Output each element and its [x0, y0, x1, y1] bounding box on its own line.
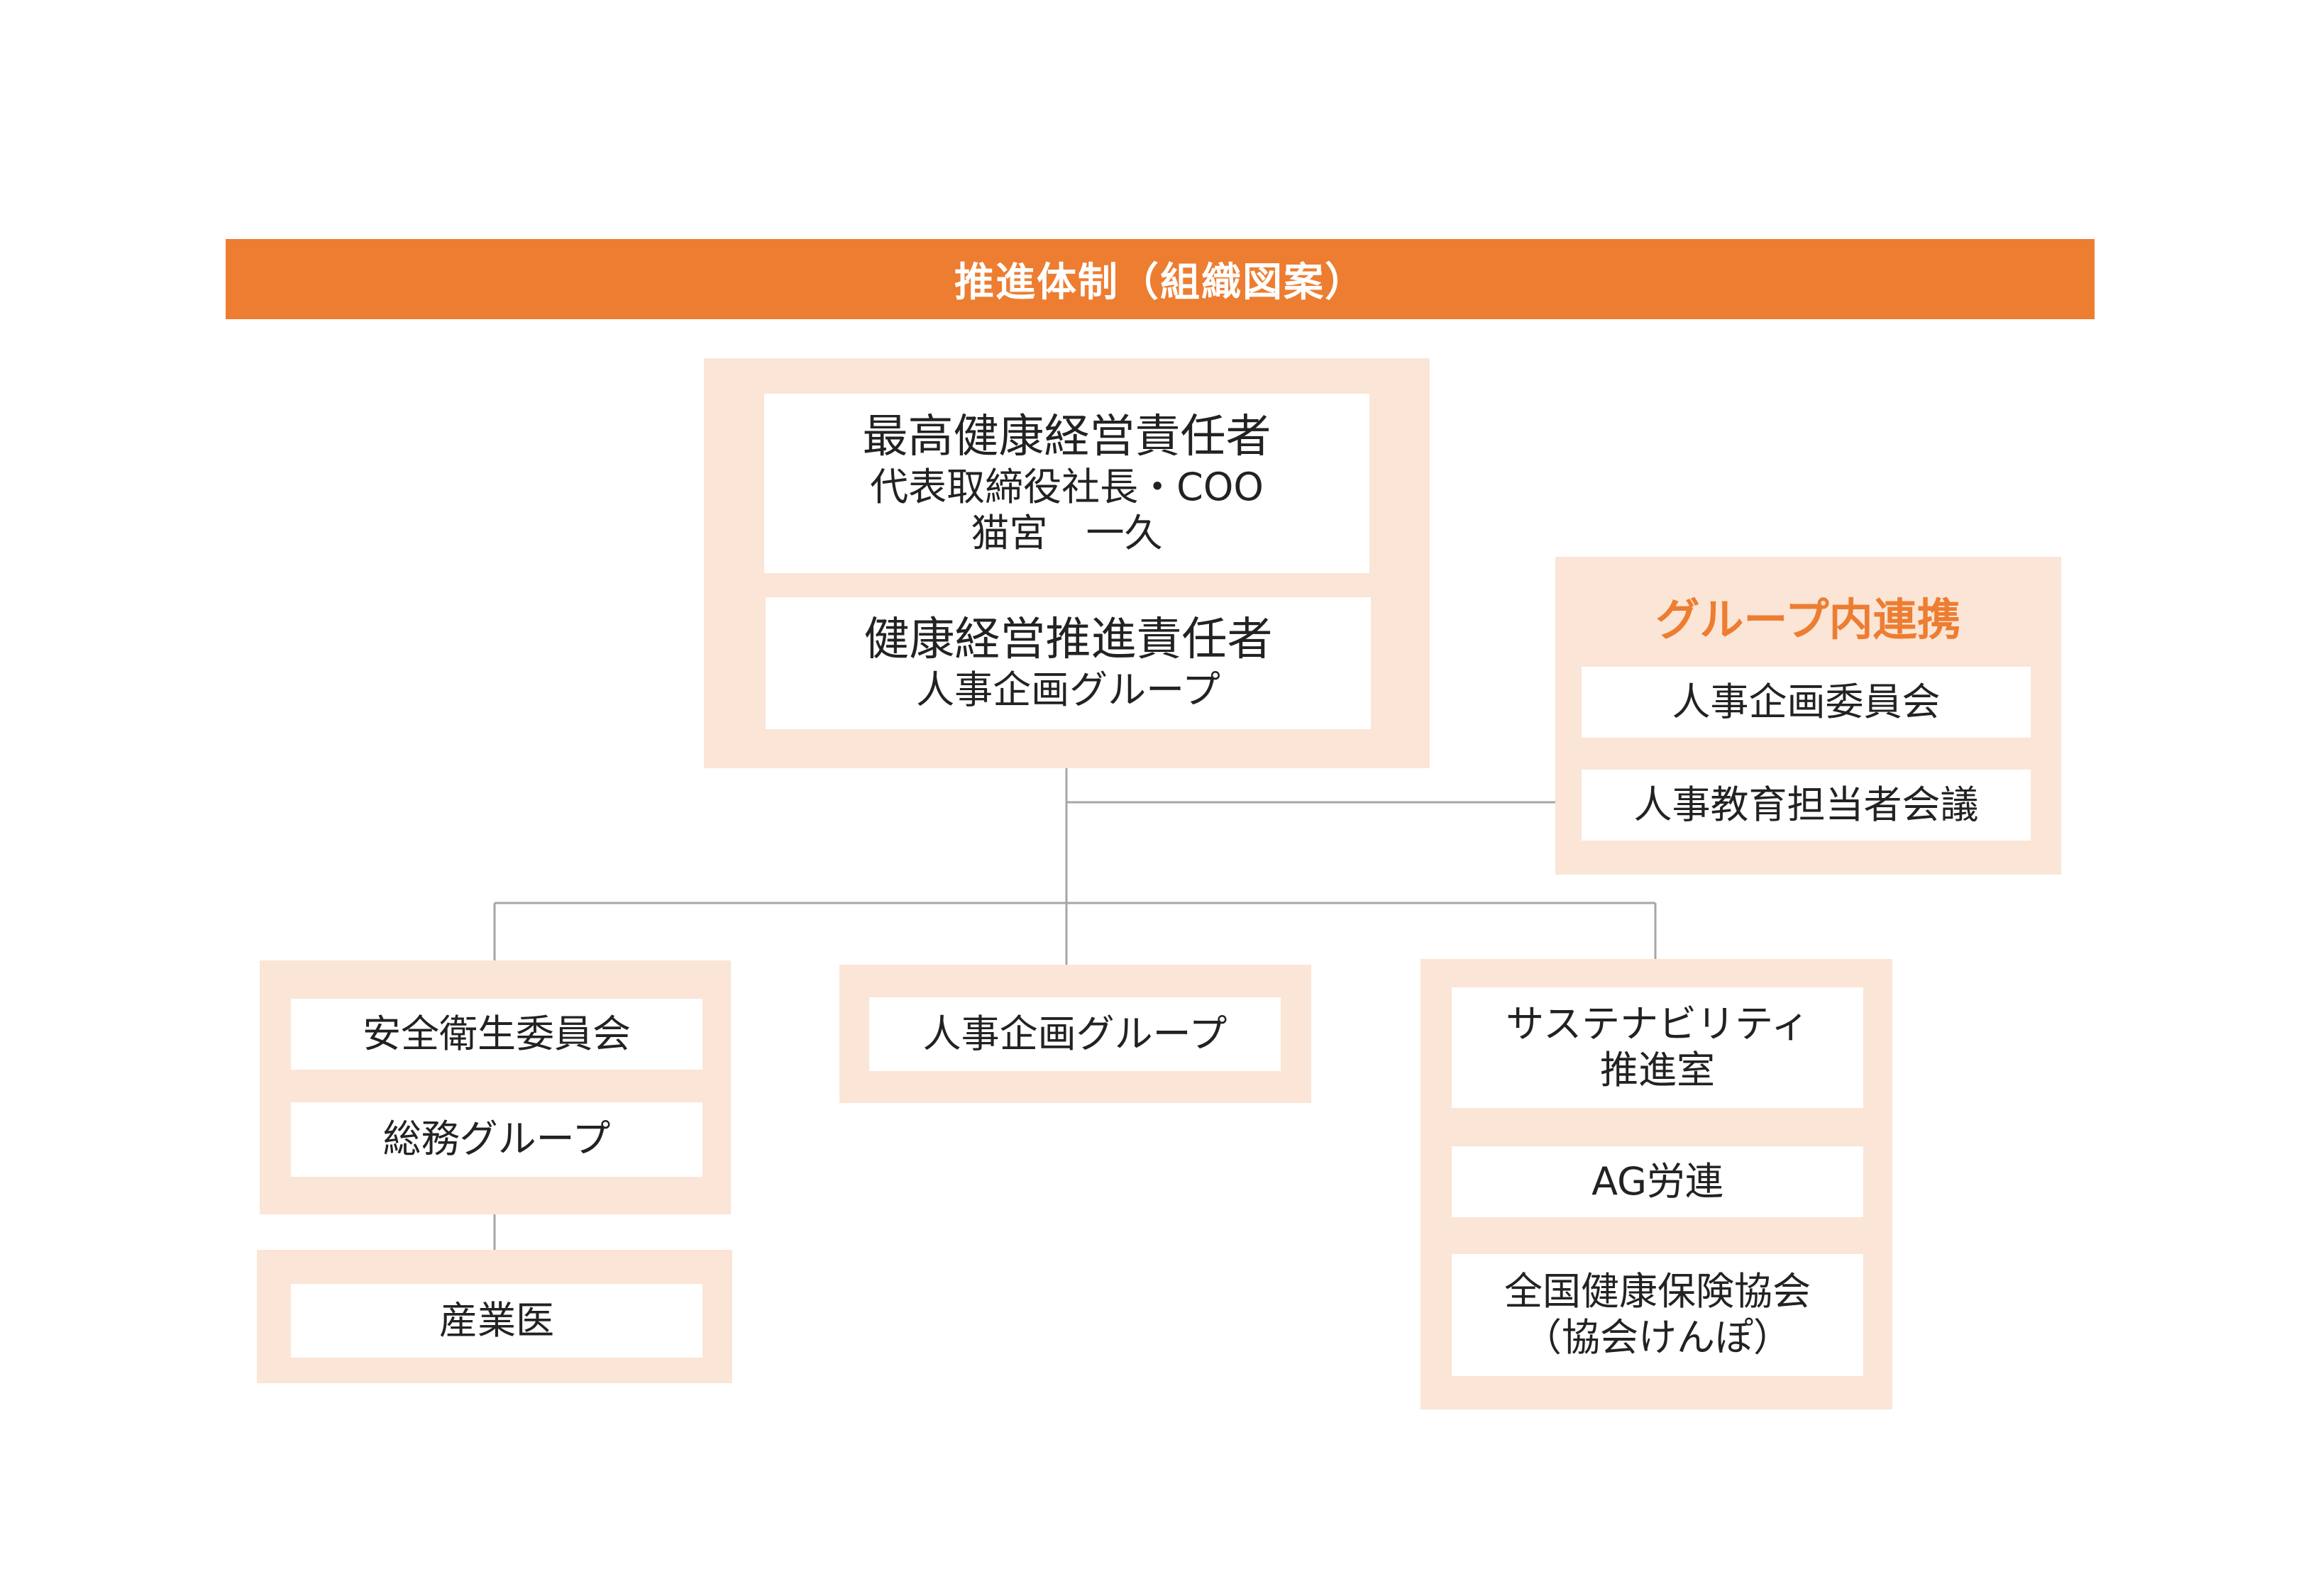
right-item-line: AG労連	[1591, 1158, 1723, 1204]
promoter-dept: 人事企画グループ	[916, 667, 1220, 712]
occupational-physician-card: 産業医	[291, 1284, 702, 1358]
right-item-union: AG労連	[1452, 1146, 1863, 1217]
right-item-line: 推進室	[1600, 1048, 1715, 1092]
right-item-line: サステナビリティ	[1506, 1002, 1809, 1047]
chief-officer-card: 最高健康経営責任者 代表取締役社長・COO 猫宮 一久	[764, 394, 1369, 573]
left-item: 総務グループ	[291, 1102, 702, 1177]
chief-officer-position: 代表取締役社長・COO	[870, 465, 1264, 510]
page-title: 推進体制（組織図案）	[954, 260, 1366, 306]
right-panel: サステナビリティ 推進室 AG労連 全国健康保険協会 （協会けんぽ）	[1420, 959, 1892, 1409]
chief-officer-name: 猫宮 一久	[971, 510, 1163, 555]
left-item: 安全衛生委員会	[291, 999, 702, 1070]
right-item-sustainability: サステナビリティ 推進室	[1452, 987, 1863, 1108]
right-item-health-insurance: 全国健康保険協会 （協会けんぽ）	[1452, 1254, 1863, 1376]
promoter-title: 健康経営推進責任者	[864, 614, 1273, 667]
promoter-card: 健康経営推進責任者 人事企画グループ	[766, 597, 1371, 729]
center-panel: 人事企画グループ	[839, 965, 1311, 1103]
right-item-line: （協会けんぽ）	[1523, 1315, 1792, 1360]
group-link-panel: グループ内連携 人事企画委員会 人事教育担当者会議	[1555, 557, 2061, 875]
group-link-item: 人事教育担当者会議	[1582, 770, 2031, 841]
left-sub-panel: 産業医	[257, 1250, 732, 1383]
left-panel: 安全衛生委員会 総務グループ	[260, 960, 731, 1214]
center-item: 人事企画グループ	[869, 997, 1281, 1071]
group-link-title: グループ内連携	[1655, 594, 1961, 645]
title-banner: 推進体制（組織図案）	[226, 239, 2095, 319]
right-item-line: 全国健康保険協会	[1504, 1269, 1811, 1314]
group-link-item: 人事企画委員会	[1582, 667, 2031, 738]
leadership-panel: 最高健康経営責任者 代表取締役社長・COO 猫宮 一久 健康経営推進責任者 人事…	[704, 358, 1430, 768]
chief-officer-title: 最高健康経営責任者	[862, 411, 1271, 464]
